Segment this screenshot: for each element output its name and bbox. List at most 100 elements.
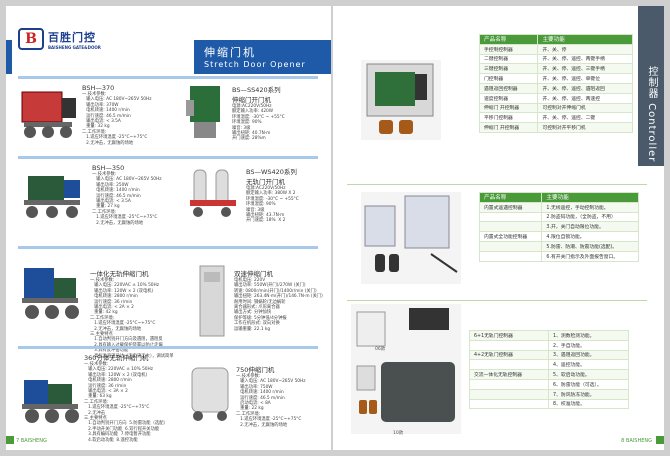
product-specs: 一.技术参数: 输入电压: 220VAC ± 10% 50Hz 输出功率: 12… bbox=[90, 278, 174, 359]
divider bbox=[18, 156, 318, 159]
model-tag: 10款 bbox=[393, 431, 404, 436]
logo-mark: B bbox=[18, 28, 44, 50]
cell-function: 6.有开关门指示及外面报告窗口。 bbox=[541, 250, 639, 262]
bsws420-image bbox=[190, 169, 236, 217]
split-trackless-image bbox=[22, 380, 79, 423]
col-function: 主要功能 bbox=[537, 34, 633, 45]
cell-product bbox=[478, 240, 543, 252]
footer-brand: BAISHENG bbox=[20, 438, 47, 444]
table-row: 3.开，关门自动限位功能。 bbox=[478, 221, 639, 233]
bsh370-image bbox=[21, 91, 76, 138]
footer-bar bbox=[6, 436, 14, 444]
cell-product: 速度控制器 bbox=[478, 92, 539, 104]
model-tag: 06款 bbox=[375, 347, 386, 352]
company-logo: B 百胜门控 BAISHENG GATE&DOOR bbox=[18, 28, 101, 50]
bsss420-image bbox=[186, 86, 220, 138]
product-name: BSH—350 bbox=[92, 164, 125, 172]
table-row: 门控制器开、关、停、遥控、单键位 bbox=[478, 73, 633, 84]
cell-product bbox=[468, 398, 550, 410]
cell-product bbox=[468, 388, 550, 400]
divider bbox=[347, 184, 647, 185]
cell-function: 开、关、停、遥控、两速控 bbox=[537, 92, 633, 104]
product-specs: 一.技术参数: 输入电压: AC 180V~265V 50Hz 输出功率: 25… bbox=[92, 172, 162, 226]
right-page: 控制器 Controller 产品名称 主要功能 手控制控制器开、关、停二键控制… bbox=[333, 6, 664, 450]
page-footer: 7 BAISHENG bbox=[16, 438, 47, 444]
cell-function: 5、软启动功能。 bbox=[548, 369, 629, 380]
table-row: 5.防雷、防潮、防震功能(选配)。 bbox=[478, 240, 639, 252]
table-row: 伸缩门 开控制器可控制对开平移门机 bbox=[478, 122, 633, 133]
table-row: 遇阻返回控制器开、关、停、遥控、遇阻返回 bbox=[478, 82, 633, 94]
cell-product bbox=[478, 221, 543, 233]
logo-cn: 百胜门控 bbox=[48, 30, 96, 44]
page-number: 8 bbox=[621, 438, 625, 444]
cell-function: 3、遇阻返回功能。 bbox=[548, 349, 629, 361]
cell-product bbox=[468, 359, 550, 371]
table-row: 手控制控制器开、关、停 bbox=[478, 43, 633, 55]
divider bbox=[18, 76, 318, 79]
cell-function: 1.无线遥控，手动控制功能。 bbox=[541, 201, 639, 213]
table-row: 6.有开关门指示及外面报告窗口。 bbox=[478, 250, 639, 262]
controller-board-image bbox=[361, 60, 441, 140]
cell-function: 开、关、停 bbox=[537, 43, 633, 55]
logo-en: BAISHENG GATE&DOOR bbox=[48, 44, 101, 50]
table-row: 伸缩门 开控制器可控制对开伸缩门机 bbox=[478, 102, 633, 114]
trackless-controller-image bbox=[351, 304, 461, 434]
cell-product bbox=[478, 250, 543, 262]
product-specs: 一.技术参数: 输入电压: AC 180V~265V 50Hz 输出功率: 75… bbox=[236, 374, 306, 428]
cell-product bbox=[468, 378, 550, 390]
product-bsws420: BS—WS420系列 无轨门开门机 电源:AC220V/50Hz 额定输入功率:… bbox=[246, 166, 330, 224]
cell-product: 6+1无轨门控制器 bbox=[468, 330, 550, 341]
cell-function: 4、遥控功能。 bbox=[548, 359, 629, 371]
cell-product bbox=[478, 211, 543, 223]
product-specs: 电源:AC220V/50Hz 额定输入功率: 380W X 2 环境温度: -3… bbox=[246, 186, 299, 224]
product-specs: 一.技术参数: 输入电压: AC 180V~265V 50Hz 输出功率: 37… bbox=[82, 92, 152, 146]
product-name: 360分体无轨伸缩门机 bbox=[84, 354, 149, 362]
cell-function: 3.开，关门自动限位功能。 bbox=[541, 221, 639, 233]
dual-speed-image bbox=[199, 265, 225, 337]
table-row: 4、遥控功能。 bbox=[468, 359, 629, 371]
integrated-trackless-image bbox=[22, 268, 79, 319]
product-name: 一体化无轨伸缩门机 bbox=[90, 270, 149, 278]
table-row: 2.防盗码功能，（全防盗，不用） bbox=[478, 211, 639, 223]
cell-function: 8、校准功能。 bbox=[548, 398, 629, 410]
product-bsh370: BSH—370 一.技术参数: 输入电压: AC 180V~265V 50Hz … bbox=[82, 84, 192, 146]
cell-product: 4+2无轨门控制器 bbox=[468, 349, 550, 361]
footer-brand: BAISHENG bbox=[625, 438, 652, 444]
product-name: 750伸缩门机 bbox=[236, 366, 275, 374]
product-name: BS—WS420系列 无轨门开门机 bbox=[246, 168, 297, 186]
cell-product: 平移门控制器 bbox=[478, 112, 539, 124]
cell-function: 可控制对开伸缩门机 bbox=[537, 102, 633, 114]
col-product: 产品名称 bbox=[478, 192, 543, 203]
cell-product: 三键控制器 bbox=[478, 63, 539, 75]
cell-product: 手控制控制器 bbox=[478, 43, 539, 55]
cell-function: 开、关、停、遥控、遇阻返回 bbox=[537, 82, 633, 94]
table-row: 速度控制器开、关、停、遥控、两速控 bbox=[478, 92, 633, 104]
section-tab-label: 控制器 Controller bbox=[646, 66, 657, 163]
product-specs: 一.技术参数: 输入电压: 220VAC ± 10% 50Hz 输出功率: 12… bbox=[84, 362, 168, 443]
page-title-cn: 伸缩门机 bbox=[204, 46, 256, 59]
cell-function: 2.防盗码功能，（全防盗，不用） bbox=[541, 211, 639, 223]
cell-function: 可控制对开平移门机 bbox=[537, 122, 633, 133]
cell-function: 1、测数检测功能。 bbox=[548, 330, 629, 341]
footer-bar bbox=[656, 436, 664, 444]
table-row: 三键控制器开、关、停、遥控、三键手柄 bbox=[478, 63, 633, 75]
page-number: 7 bbox=[16, 438, 20, 444]
cell-function: 开、关、停、遥控、两键手柄 bbox=[537, 53, 633, 65]
divider bbox=[18, 246, 318, 249]
product-dual-speed: 双速伸缩门机 电机电压: 220V 输出功率: 550W(开门)/270W (关… bbox=[234, 268, 330, 332]
page-title: 伸缩门机 Stretch Door Opener bbox=[194, 40, 331, 74]
product-bsh350: BSH—350 一.技术参数: 输入电压: AC 180V~265V 50Hz … bbox=[92, 164, 192, 226]
cell-function: 开、关、停、遥控、三键手柄 bbox=[537, 63, 633, 75]
built-in-controller-image bbox=[361, 192, 461, 284]
cell-function: 6、防雷功能（可选）。 bbox=[548, 378, 629, 390]
page-title-en: Stretch Door Opener bbox=[204, 60, 306, 69]
title-strip bbox=[6, 40, 12, 74]
cell-function: 开、关、停、遥控、二键 bbox=[537, 112, 633, 124]
table-row: 7、防风防冻功能。 bbox=[468, 388, 629, 400]
divider bbox=[347, 300, 647, 301]
